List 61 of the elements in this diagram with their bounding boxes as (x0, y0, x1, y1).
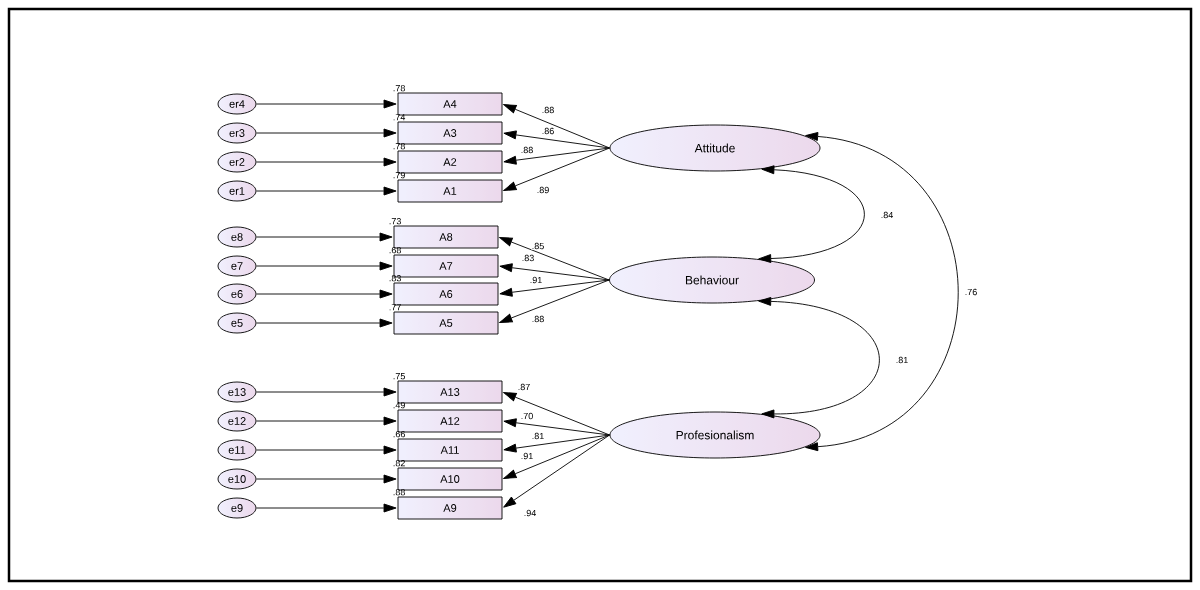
edge-label: .94 (523, 509, 537, 517)
loading-arrow (503, 147, 610, 165)
covariance-arrow (805, 132, 959, 452)
error-arrow (256, 416, 397, 426)
error-arrow (256, 387, 397, 397)
edge-label: .81 (531, 432, 545, 440)
loading-arrow (503, 130, 610, 149)
edge-label: .88 (531, 315, 545, 323)
loading-arrow (503, 434, 610, 508)
edge-label: .84 (880, 211, 894, 219)
loading-value: .83 (389, 275, 401, 282)
edge-label: .76 (964, 288, 978, 296)
loading-arrow (503, 434, 610, 453)
error-arrow (256, 157, 397, 167)
loading-arrow (503, 392, 610, 436)
error-arrow (256, 99, 397, 109)
loading-value: .73 (389, 218, 401, 225)
edge-label: .83 (521, 254, 535, 262)
edge-label: .70 (520, 412, 534, 420)
covariance-arrow (758, 165, 865, 263)
edge-label: .85 (531, 242, 545, 250)
edge-label: .87 (517, 383, 531, 391)
loading-arrow (503, 104, 610, 149)
loading-arrow (503, 147, 610, 191)
loading-value: .82 (393, 460, 405, 467)
edge-label: .86 (541, 127, 555, 135)
loading-value: .78 (393, 85, 405, 92)
loading-value: .78 (393, 143, 405, 150)
loading-value: .49 (393, 402, 405, 409)
edge-label: .91 (520, 452, 534, 460)
error-arrow (256, 186, 397, 196)
error-arrow (256, 445, 397, 455)
error-arrow (256, 474, 397, 484)
loading-arrow (499, 237, 610, 281)
loading-value: .79 (393, 172, 405, 179)
error-arrow (256, 128, 397, 138)
error-arrow (256, 318, 393, 328)
edge-label: .88 (541, 106, 555, 114)
loading-value: .74 (393, 114, 406, 121)
edge-label: .88 (520, 146, 534, 154)
error-arrow (256, 289, 393, 299)
loading-arrow (499, 263, 610, 281)
loading-value: .66 (393, 431, 405, 438)
loading-value: .88 (393, 489, 405, 496)
covariance-arrow (758, 296, 880, 419)
error-arrow (256, 503, 397, 513)
edge-label: .91 (529, 276, 543, 284)
error-arrow (256, 232, 393, 242)
loading-value: .68 (389, 247, 401, 254)
loading-arrow (499, 279, 610, 297)
loading-arrow (503, 418, 610, 436)
error-arrow (256, 261, 393, 271)
item-box: A1 (397, 179, 503, 203)
loading-arrow (503, 434, 610, 479)
edge-label: .81 (895, 356, 909, 364)
item-box: A5 (393, 311, 499, 335)
edge-label: .89 (536, 186, 550, 194)
item-box: A9 (397, 496, 503, 520)
loading-arrow (499, 279, 610, 323)
loading-value: .75 (393, 373, 405, 380)
loading-value: .77 (389, 304, 401, 311)
